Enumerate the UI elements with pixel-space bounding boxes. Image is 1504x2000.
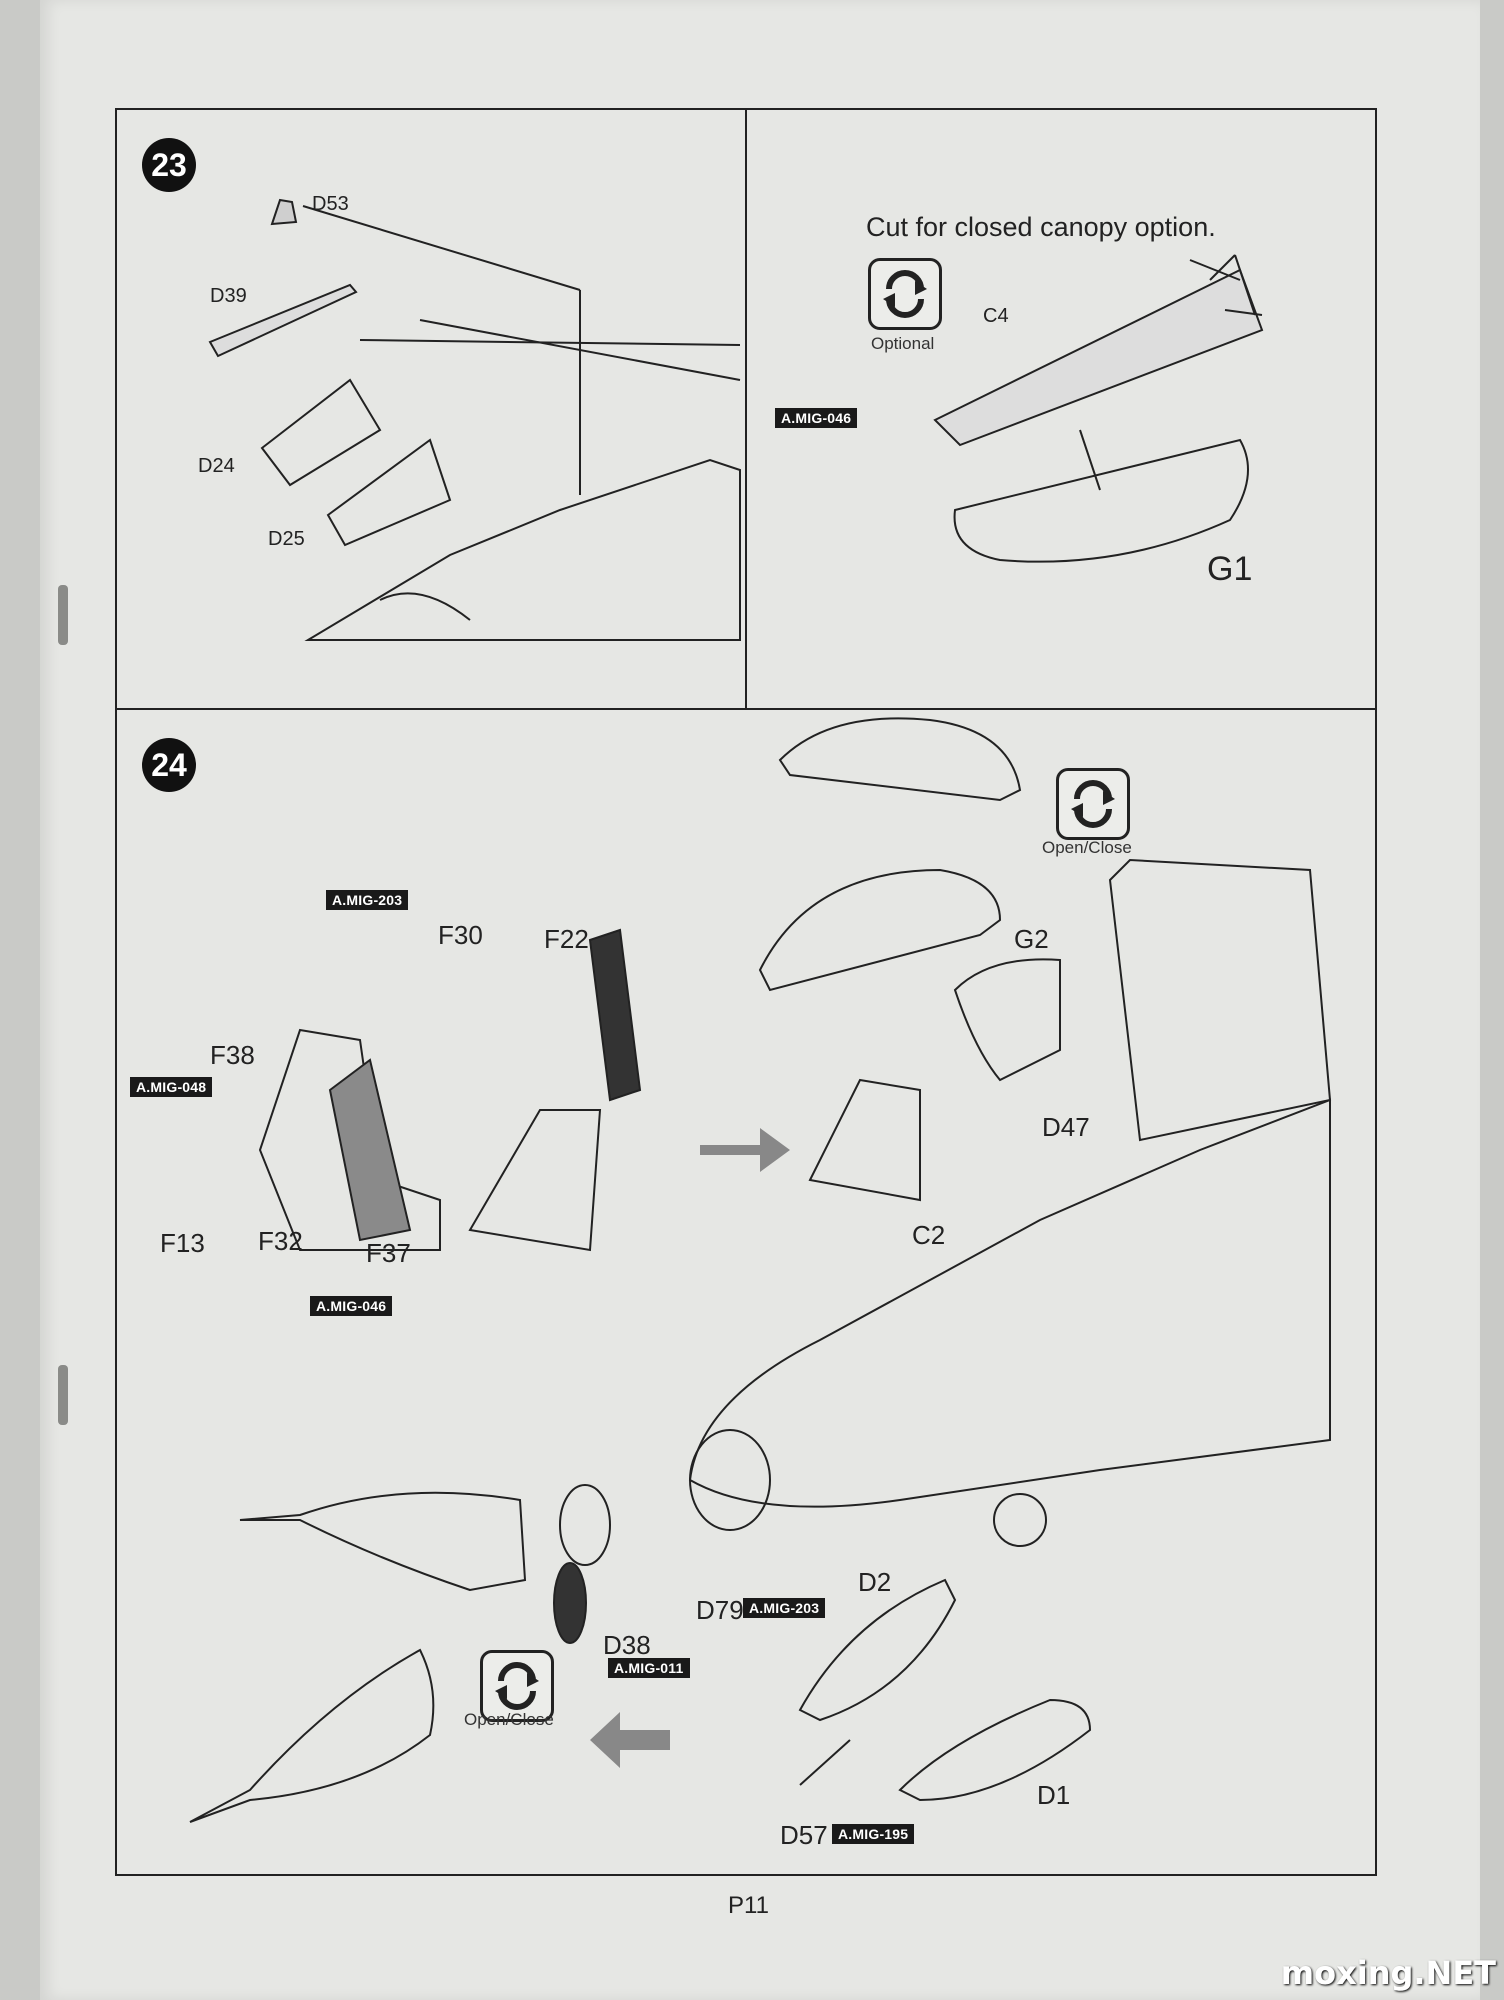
part-label-d39: D39 — [210, 285, 247, 307]
paint-tag-mig195: A.MIG-195 — [832, 1824, 915, 1844]
part-label-d57: D57 — [780, 1820, 828, 1850]
open-close-label: Open/Close — [1042, 838, 1132, 857]
paint-tag-mig046: A.MIG-046 — [775, 408, 858, 428]
open-close-icon-nose — [480, 1650, 554, 1722]
rotate-arrows-icon — [1071, 780, 1115, 828]
step-number-24: 24 — [142, 738, 196, 792]
watermark: moxing.NET — [1280, 1954, 1496, 1992]
part-label-d24: D24 — [198, 455, 235, 477]
staple — [58, 585, 68, 645]
optional-label: Optional — [871, 334, 935, 353]
part-label-d2: D2 — [858, 1567, 892, 1597]
canopy-cut-callout: Cut for closed canopy option. — [866, 212, 1216, 242]
part-label-f30: F30 — [438, 920, 483, 950]
part-label-d53: D53 — [312, 193, 349, 215]
part-label-f22: F22 — [544, 924, 589, 954]
paint-tag-mig046-seat: A.MIG-046 — [310, 1296, 393, 1316]
page-number: P11 — [728, 1892, 769, 1919]
part-label-d79: D79 — [696, 1595, 744, 1625]
paint-tag-mig203: A.MIG-203 — [326, 890, 409, 910]
step-number-23: 23 — [142, 138, 196, 192]
part-label-f32: F32 — [258, 1226, 303, 1256]
paint-tag-mig203-d79: A.MIG-203 — [743, 1598, 826, 1618]
optional-icon — [868, 258, 942, 330]
part-label-f13: F13 — [160, 1228, 205, 1258]
step-24-panel — [115, 708, 1375, 1874]
part-label-d25: D25 — [268, 528, 305, 550]
part-label-g2: G2 — [1014, 924, 1049, 954]
part-label-f38: F38 — [210, 1040, 255, 1070]
paint-tag-mig048: A.MIG-048 — [130, 1077, 213, 1097]
rotate-arrows-icon — [883, 270, 927, 318]
open-close-label-nose: Open/Close — [464, 1710, 554, 1729]
part-label-c4: C4 — [983, 305, 1009, 327]
open-close-icon — [1056, 768, 1130, 840]
rotate-arrows-icon — [495, 1662, 539, 1710]
part-label-f37: F37 — [366, 1238, 411, 1268]
part-label-d38: D38 — [603, 1630, 651, 1660]
staple — [58, 1365, 68, 1425]
part-label-g1: G1 — [1207, 550, 1253, 588]
paint-tag-mig011: A.MIG-011 — [608, 1658, 690, 1678]
part-label-d47: D47 — [1042, 1112, 1090, 1142]
part-label-d1: D1 — [1037, 1780, 1071, 1810]
part-label-c2: C2 — [912, 1220, 946, 1250]
